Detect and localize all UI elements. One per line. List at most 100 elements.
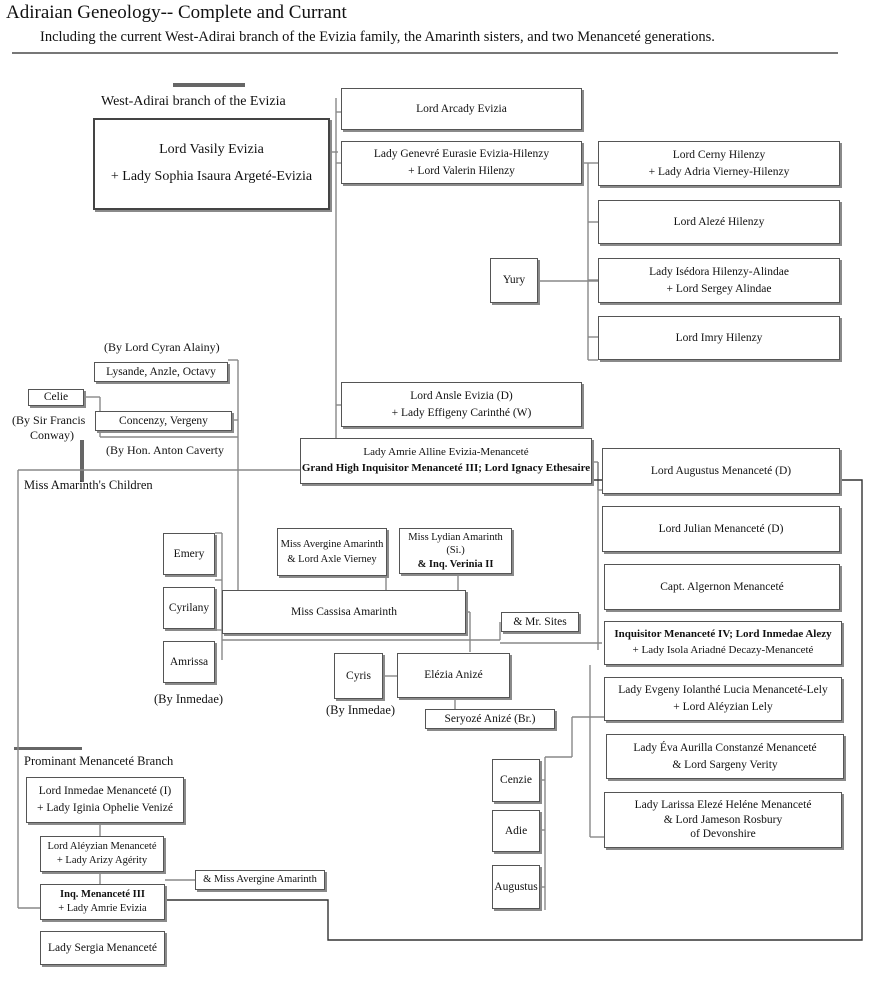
larissa-box: Lady Larissa Elezé Heléne Menanceté & Lo… — [604, 792, 842, 848]
imry-name: Lord Imry Hilenzy — [675, 331, 763, 344]
adie-name: Adie — [504, 824, 528, 837]
lydian-name: Miss Lydian Amarinth — [408, 532, 503, 544]
concenzy-names: Concenzy, Vergeny — [119, 414, 208, 427]
amrissa-box: Amrissa — [163, 641, 215, 683]
page-title: Adiraian Geneology-- Complete and Curran… — [6, 2, 347, 23]
vasily-name: Lord Vasily Evizia — [159, 142, 264, 158]
celie-name: Celie — [43, 391, 69, 404]
genevre-spouse: + Lord Valerin Hilenzy — [408, 164, 515, 177]
by-cyran-label: (By Lord Cyran Alainy) — [104, 340, 220, 354]
ansle-spouse: + Lady Effigeny Carinthé (W) — [391, 406, 532, 419]
cenzie-box: Cenzie — [492, 759, 540, 802]
cerny-name: Lord Cerny Hilenzy — [672, 148, 766, 161]
by-anton-label: (By Hon. Anton Caverty — [106, 443, 224, 457]
amrie-evizia-box: Lady Amrie Alline Evizia-Menanceté Grand… — [300, 438, 592, 484]
lydian-note: (Si.) — [446, 545, 465, 557]
inquisitor-iv-box: Inquisitor Menanceté IV; Lord Inmedae Al… — [604, 621, 842, 665]
elezia-box: Elézia Anizé — [397, 653, 510, 698]
imry-hilenzy-box: Lord Imry Hilenzy — [598, 316, 840, 360]
evgeny-spouse: + Lord Aléyzian Lely — [673, 701, 773, 713]
aleyzian-name: Lord Aléyzian Menanceté — [47, 840, 157, 852]
aleyzian-menancete-box: Lord Aléyzian Menanceté + Lady Arizy Agé… — [40, 836, 164, 872]
augustus-menancete-name: Lord Augustus Menanceté (D) — [650, 464, 792, 477]
by-inmedae-label-2: (By Inmedae) — [326, 703, 396, 717]
augustus-child-box: Augustus — [492, 865, 540, 909]
emery-name: Emery — [173, 547, 205, 560]
isedora-spouse: + Lord Sergey Alindae — [666, 282, 772, 295]
cerny-hilenzy-box: Lord Cerny Hilenzy + Lady Adria Vierney-… — [598, 141, 840, 186]
evgeny-name: Lady Evgeny Iolanthé Lucia Menanceté-Lel… — [618, 684, 828, 697]
inmedae-i-name: Lord Inmedae Menanceté (I) — [38, 785, 172, 798]
emery-box: Emery — [163, 533, 215, 575]
lysande-names: Lysande, Anzle, Octavy — [106, 365, 216, 378]
julian-name: Lord Julian Menanceté (D) — [658, 522, 784, 535]
inq-iii-name: Inq. Menanceté III — [60, 888, 145, 900]
elezia-name: Elézia Anizé — [424, 669, 483, 682]
aleze-name: Lord Alezé Hilenzy — [673, 215, 765, 228]
inquisitor-iv-name: Inquisitor Menanceté IV; Lord Inmedae Al… — [614, 628, 832, 641]
amarinth-children-label: Miss Amarinth's Children — [24, 478, 153, 492]
vasily-evizia-box: Lord Vasily Evizia + Lady Sophia Isaura … — [93, 118, 330, 210]
evgeny-box: Lady Evgeny Iolanthé Lucia Menanceté-Lel… — [604, 677, 842, 721]
lysande-box: Lysande, Anzle, Octavy — [94, 362, 228, 382]
adie-box: Adie — [492, 810, 540, 852]
cassisa-box: Miss Cassisa Amarinth — [222, 590, 466, 634]
larissa-spouse: & Lord Jameson Rosbury — [663, 813, 783, 826]
miss-avergine-box: & Miss Avergine Amarinth — [195, 870, 325, 890]
amrie-spouses: Grand High Inquisitor Menanceté III; Lor… — [301, 462, 591, 474]
ansle-name: Lord Ansle Evizia (D) — [410, 389, 513, 402]
west-adirai-label: West-Adirai branch of the Evizia — [101, 94, 286, 109]
inq-iii-box: Inq. Menanceté III + Lady Amrie Evizia — [40, 884, 165, 920]
cyris-box: Cyris — [334, 653, 383, 699]
cyrilany-name: Cyrilany — [168, 601, 210, 614]
by-francis-label-1: (By Sir Francis — [12, 413, 86, 427]
arcady-name: Lord Arcady Evizia — [416, 102, 507, 115]
cyrilany-box: Cyrilany — [163, 587, 215, 629]
cenzie-name: Cenzie — [500, 774, 532, 787]
inmedae-i-spouse: + Lady Iginia Ophelie Venizé — [37, 802, 173, 814]
arcady-evizia-box: Lord Arcady Evizia — [341, 88, 582, 130]
julian-menancete-box: Lord Julian Menanceté (D) — [602, 506, 840, 552]
cassisa-name: Miss Cassisa Amarinth — [290, 605, 398, 618]
algernon-name: Capt. Algernon Menanceté — [660, 580, 784, 593]
algernon-box: Capt. Algernon Menanceté — [604, 564, 840, 610]
celie-box: Celie — [28, 389, 84, 406]
mr-sites-name: & Mr. Sites — [513, 615, 567, 628]
cyris-name: Cyris — [346, 669, 371, 682]
genevre-box: Lady Genevré Eurasie Evizia-Hilenzy + Lo… — [341, 141, 582, 184]
isedora-box: Lady Isédora Hilenzy-Alindae + Lord Serg… — [598, 258, 840, 303]
seryoze-name: Seryozé Anizé (Br.) — [444, 712, 536, 725]
inq-iii-spouse: + Lady Amrie Evizia — [58, 903, 147, 914]
genevre-name: Lady Genevré Eurasie Evizia-Hilenzy — [373, 147, 550, 160]
inmedae-i-box: Lord Inmedae Menanceté (I) + Lady Iginia… — [26, 777, 184, 823]
header-divider — [12, 52, 838, 54]
sergia-box: Lady Sergia Menanceté — [40, 931, 165, 965]
inquisitor-iv-spouse: + Lady Isola Ariadné Decazy-Menanceté — [632, 644, 814, 656]
mr-sites-box: & Mr. Sites — [501, 612, 579, 632]
by-inmedae-label-1: (By Inmedae) — [154, 692, 224, 706]
avergine-spouse: & Lord Axle Vierney — [287, 554, 377, 565]
ansle-evizia-box: Lord Ansle Evizia (D) + Lady Effigeny Ca… — [341, 382, 582, 427]
avergine-name: Miss Avergine Amarinth — [280, 538, 384, 550]
aleze-hilenzy-box: Lord Alezé Hilenzy — [598, 200, 840, 244]
sergia-name: Lady Sergia Menanceté — [48, 941, 157, 954]
vasily-spouse: + Lady Sophia Isaura Argeté-Evizia — [110, 169, 313, 184]
lydian-spouse: & Inq. Verinia II — [417, 558, 494, 570]
yury-box: Yury — [490, 258, 538, 303]
amarinth-marker-bar — [80, 440, 84, 482]
lydian-box: Miss Lydian Amarinth (Si.) & Inq. Verini… — [399, 528, 512, 574]
concenzy-box: Concenzy, Vergeny — [95, 411, 232, 431]
larissa-name: Lady Larissa Elezé Heléne Menanceté — [634, 798, 812, 811]
amrie-name: Lady Amrie Alline Evizia-Menanceté — [363, 446, 529, 459]
prominant-marker-bar — [14, 747, 82, 750]
eva-name: Lady Éva Aurilla Constanzé Menanceté — [633, 741, 817, 754]
seryoze-box: Seryozé Anizé (Br.) — [425, 709, 555, 729]
avergine-box: Miss Avergine Amarinth & Lord Axle Viern… — [277, 528, 387, 576]
larissa-spouse-title: of Devonshire — [690, 828, 756, 841]
yury-name: Yury — [502, 274, 526, 287]
amrissa-name: Amrissa — [169, 655, 209, 668]
cerny-spouse: + Lady Adria Vierney-Hilenzy — [648, 165, 790, 178]
miss-avergine-name: & Miss Avergine Amarinth — [203, 874, 317, 886]
aleyzian-spouse: + Lady Arizy Agérity — [56, 855, 148, 866]
augustus-menancete-box: Lord Augustus Menanceté (D) — [602, 448, 840, 494]
